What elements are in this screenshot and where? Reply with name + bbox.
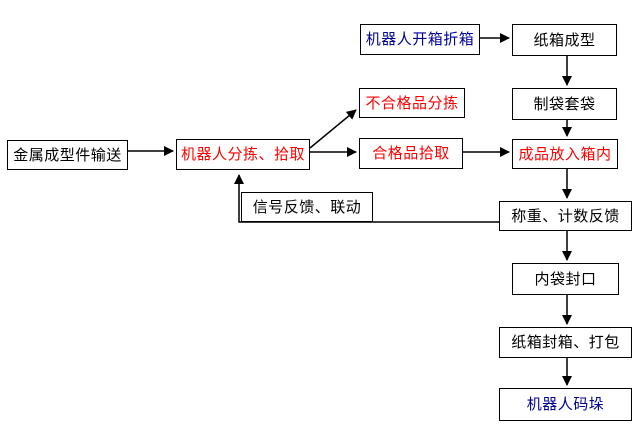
node-product-into-box: 成品放入箱内 [512,139,618,169]
arrow-feedback-weigh-to-sort [234,174,499,223]
arrow-sort-to-reject [309,109,357,149]
node-robot-palletize: 机器人码垛 [499,388,632,421]
node-carton-seal-pack: 纸箱封箱、打包 [499,327,632,358]
node-signal-feedback-label: 信号反馈、联动 [241,192,373,222]
node-reject-sorting: 不合格品分拣 [359,88,465,118]
node-accept-picking: 合格品拾取 [359,138,463,169]
node-bag-making: 制袋套袋 [512,88,617,120]
node-inner-bag-seal: 内袋封口 [512,263,619,295]
node-robot-sort-pick: 机器人分拣、拾取 [176,139,310,170]
node-metal-feed: 金属成型件输送 [7,140,128,170]
node-carton-forming: 纸箱成型 [512,24,617,56]
node-robot-carton-open: 机器人开箱折箱 [360,24,480,55]
node-weigh-count: 称重、计数反馈 [499,201,632,231]
